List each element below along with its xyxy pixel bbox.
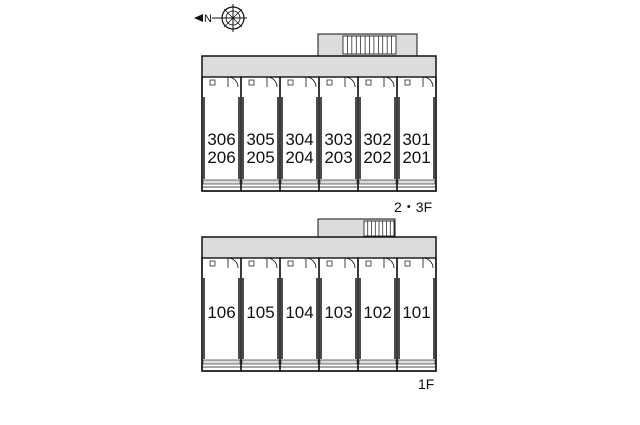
balcony (280, 359, 319, 365)
unit-number: 203 (324, 148, 352, 167)
door-swing (422, 257, 434, 269)
unit-number: 104 (285, 303, 313, 322)
north-arrow: N (194, 13, 220, 25)
balcony (202, 359, 241, 365)
balcony (397, 359, 436, 365)
unit: 104 (279, 257, 320, 372)
unit-number: 103 (324, 303, 352, 322)
door-swing (305, 76, 317, 88)
door-swing (422, 76, 434, 88)
balcony (280, 179, 319, 185)
unit-number: 304 (285, 130, 313, 149)
unit-outline (396, 76, 437, 192)
door-swing (383, 257, 395, 269)
compass-rose-icon (219, 4, 247, 32)
unit-number: 204 (285, 148, 313, 167)
unit-number: 205 (246, 148, 274, 167)
unit-number: 306 (207, 130, 235, 149)
unit: 103 (318, 257, 359, 372)
meter-box (404, 260, 411, 267)
unit-number: 102 (363, 303, 391, 322)
balcony (202, 179, 241, 185)
meter-box (326, 260, 333, 267)
meter-box (326, 79, 333, 86)
unit-number: 303 (324, 130, 352, 149)
unit: 102 (357, 257, 398, 372)
unit-number: 301 (402, 130, 430, 149)
unit-number: 202 (363, 148, 391, 167)
unit-outline (396, 257, 437, 372)
balcony (319, 359, 358, 365)
door-swing (266, 257, 278, 269)
door-swing (266, 76, 278, 88)
unit: 106 (201, 257, 242, 372)
north-letter: N (204, 13, 212, 25)
door-swing (305, 257, 317, 269)
meter-box (248, 260, 255, 267)
meter-box (287, 79, 294, 86)
floor-plan-ground: 106 105 104 103 102 101 1F (201, 218, 437, 392)
unit-number: 101 (402, 303, 430, 322)
floor-label-upper: 2・3F (394, 199, 432, 215)
floor-label-ground: 1F (418, 376, 434, 392)
balcony (319, 179, 358, 185)
door-swing (383, 76, 395, 88)
unit-number: 106 (207, 303, 235, 322)
meter-box (248, 79, 255, 86)
balcony (358, 359, 397, 365)
unit-number: 105 (246, 303, 274, 322)
unit-number: 206 (207, 148, 235, 167)
door-swing (344, 257, 356, 269)
door-swing (227, 257, 239, 269)
meter-box (365, 79, 372, 86)
meter-box (209, 260, 216, 267)
door-swing (227, 76, 239, 88)
balcony (241, 359, 280, 365)
balcony (358, 179, 397, 185)
unit: 105 (240, 257, 281, 372)
door-swing (344, 76, 356, 88)
unit-number: 305 (246, 130, 274, 149)
unit-number: 302 (363, 130, 391, 149)
meter-box (365, 260, 372, 267)
meter-box (209, 79, 216, 86)
unit-number: 201 (402, 148, 430, 167)
balcony (241, 179, 280, 185)
meter-box (404, 79, 411, 86)
balcony (397, 179, 436, 185)
unit: 101 (396, 257, 437, 372)
meter-box (287, 260, 294, 267)
